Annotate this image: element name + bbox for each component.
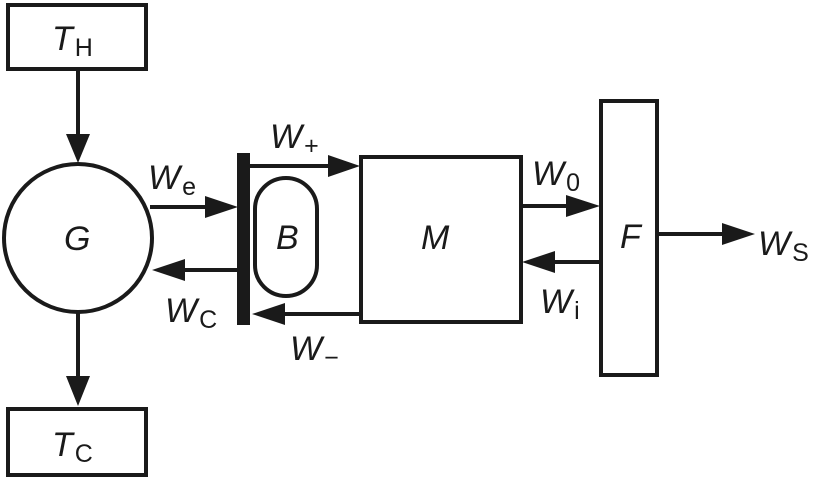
- w-0-label: W0: [532, 155, 580, 197]
- buffer-box: [253, 176, 319, 298]
- w-i-arrowhead: [522, 251, 555, 273]
- w-s-arrowhead: [722, 223, 755, 245]
- w-e-arrowhead: [205, 196, 238, 218]
- w-c-label: WC: [165, 292, 217, 334]
- w-c-arrowhead: [152, 259, 185, 281]
- cold-reservoir-label: TC: [52, 426, 93, 468]
- machine-box: [359, 155, 523, 324]
- w-minus-label: W−: [290, 330, 339, 372]
- w-s-label: WS: [758, 225, 809, 267]
- g-to-cold-arrowhead: [66, 376, 90, 406]
- hot-reservoir-label: TH: [52, 20, 93, 62]
- machine-label: M: [421, 219, 450, 257]
- generator-label: G: [64, 220, 90, 258]
- w-i-label: Wi: [540, 283, 580, 325]
- hot-to-g-arrowhead: [66, 134, 90, 163]
- cold-reservoir-box: [6, 407, 148, 477]
- buffer-label: B: [276, 219, 299, 257]
- w-plus-arrowhead: [328, 155, 360, 177]
- w-plus-label: W+: [270, 118, 319, 160]
- w-e-label: We: [148, 159, 196, 201]
- flywheel-box: [599, 99, 659, 377]
- w-minus-arrowhead: [252, 303, 285, 325]
- flywheel-label: F: [620, 218, 643, 256]
- w-0-arrowhead: [566, 195, 600, 217]
- coupling-bar: [237, 153, 250, 325]
